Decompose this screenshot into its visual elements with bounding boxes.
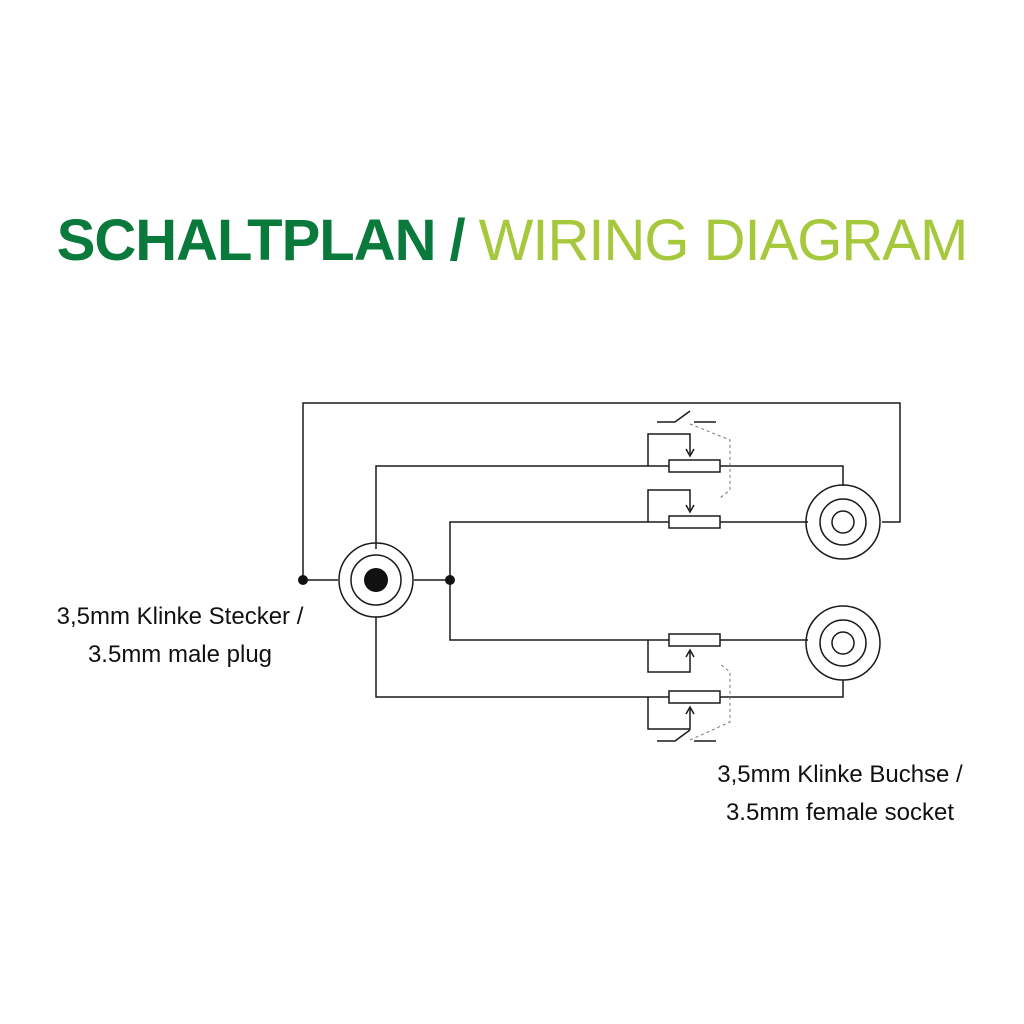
channel-a-wire-upper [375,465,669,549]
male-plug-caption-line2: 3.5mm male plug [87,641,273,668]
potentiometer-icon [647,633,721,673]
mechanical-link-lower [689,663,731,741]
channel-a-wire-lower [375,617,669,698]
channel-b-wire-lower [449,580,669,641]
page-title: SCHALTPLAN/WIRING DIAGRAM [0,206,1024,276]
junction-dot-ground [298,575,308,585]
title-slash: / [449,208,465,273]
male-plug-jack-icon [338,542,414,618]
junction-dot-channel-b [445,575,455,585]
male-plug-caption: 3,5mm Klinke Stecker / 3.5mm male plug [20,598,340,674]
channel-a-wire-upper-out [720,465,844,486]
channel-a-wire-lower-out [720,680,844,698]
female-socket-caption-line2: 3.5mm female socket [725,799,955,826]
female-socket-jack-icon [805,605,881,681]
ground-wire [302,402,901,580]
female-socket-caption-line1: 3,5mm Klinke Buchse / [717,761,963,788]
title-german: SCHALTPLAN [56,208,437,273]
switch-icon [657,410,716,423]
mechanical-link-upper [689,423,731,499]
potentiometer-icon [647,690,721,730]
potentiometer-icon [647,489,721,529]
female-socket-jack-icon [805,484,881,560]
female-socket-caption: 3,5mm Klinke Buchse / 3.5mm female socke… [660,756,1020,832]
title-english: WIRING DIAGRAM [478,208,969,273]
switch-icon [657,729,716,742]
potentiometer-icon [647,433,721,473]
male-plug-caption-line1: 3,5mm Klinke Stecker / [56,603,304,630]
channel-b-wire-upper [449,521,669,580]
